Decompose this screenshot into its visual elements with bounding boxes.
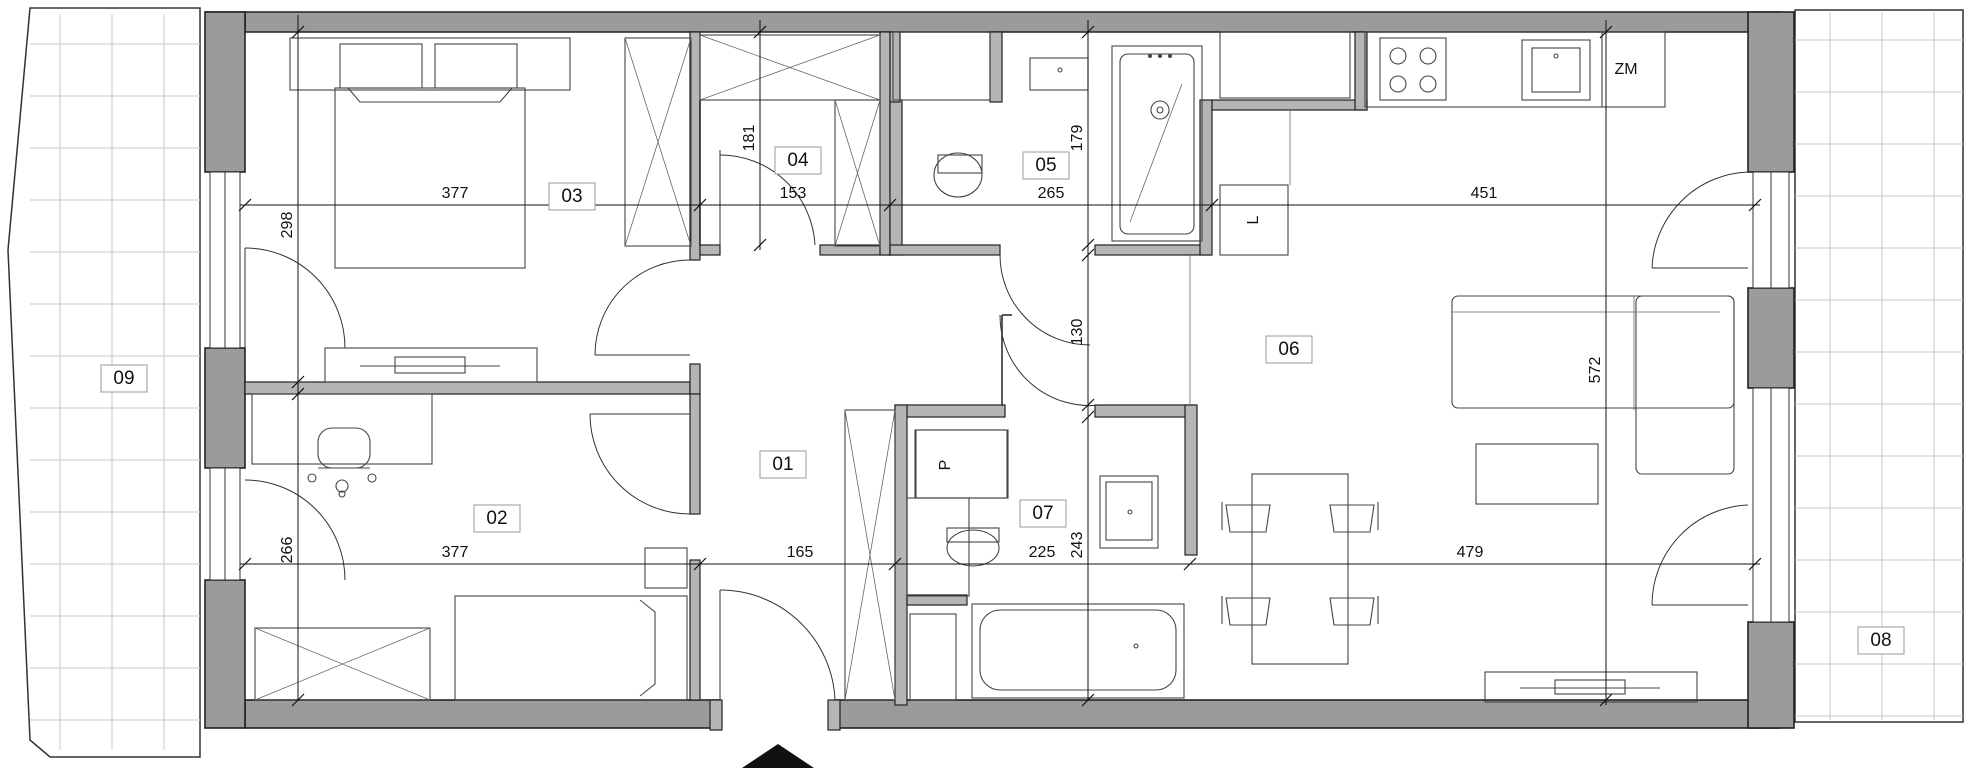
room-label-07: 07 <box>1019 499 1067 528</box>
dim-377-bottom: 377 <box>442 544 469 561</box>
svg-text:07: 07 <box>1032 503 1053 524</box>
symbol-zm: ZM <box>1614 61 1637 78</box>
dimension-tick <box>1599 693 1613 707</box>
dimension-tick <box>291 25 305 39</box>
dimension-tick <box>753 238 767 252</box>
bedroom-02-furniture <box>251 393 688 701</box>
dim-181: 181 <box>741 125 758 152</box>
dimension-tick <box>291 387 305 401</box>
dimension-tick <box>1599 25 1613 39</box>
dim-266: 266 <box>279 537 296 564</box>
bathroom-05-fixtures <box>892 31 1351 256</box>
svg-text:06: 06 <box>1278 339 1299 360</box>
bedroom-03-furniture <box>289 37 692 383</box>
entrance-arrow-icon <box>742 744 814 768</box>
dim-265: 265 <box>1038 185 1065 202</box>
dim-298: 298 <box>279 212 296 239</box>
dim-451: 451 <box>1471 185 1498 202</box>
dimension-tick <box>693 557 707 571</box>
room-label-04: 04 <box>774 146 822 175</box>
balcony-right <box>1794 9 1964 723</box>
exterior-walls <box>204 11 1795 729</box>
room-label-06: 06 <box>1265 335 1313 364</box>
dim-243: 243 <box>1069 532 1086 559</box>
room-label-03: 03 <box>548 182 596 211</box>
dimension-tick <box>1183 557 1197 571</box>
svg-text:03: 03 <box>561 186 582 207</box>
dim-479: 479 <box>1457 544 1484 561</box>
svg-text:01: 01 <box>772 454 793 475</box>
kitchen-living-06-furniture <box>1189 31 1735 703</box>
svg-text:09: 09 <box>113 368 134 389</box>
room-label-08: 08 <box>1857 626 1905 655</box>
symbols: ZM L P <box>915 61 1638 499</box>
interior-walls <box>244 31 1368 731</box>
dimension-tick <box>238 557 252 571</box>
closet-04 <box>699 34 881 247</box>
dim-153: 153 <box>780 185 807 202</box>
dimension-tick <box>693 198 707 212</box>
symbol-p: P <box>937 460 954 471</box>
svg-text:02: 02 <box>486 508 507 529</box>
dimension-lines: 377 153 265 451 377 165 225 479 298 181 … <box>238 15 1762 707</box>
dim-377-top: 377 <box>442 185 469 202</box>
dimension-tick <box>1081 410 1095 424</box>
room-labels: 03 04 05 06 01 02 07 09 08 <box>100 146 1905 655</box>
dimension-tick <box>1081 398 1095 412</box>
dim-165: 165 <box>787 544 814 561</box>
dimension-tick <box>1748 557 1762 571</box>
dimension-tick <box>238 198 252 212</box>
dimension-tick <box>291 375 305 389</box>
dim-225: 225 <box>1029 544 1056 561</box>
dimension-tick <box>1081 248 1095 262</box>
dimension-tick <box>1081 25 1095 39</box>
room-label-05: 05 <box>1022 151 1070 180</box>
doors <box>244 150 1749 701</box>
dim-572: 572 <box>1587 357 1604 384</box>
symbol-l: L <box>1245 215 1262 224</box>
room-label-02: 02 <box>473 504 521 533</box>
svg-text:08: 08 <box>1870 630 1891 651</box>
dim-179: 179 <box>1069 125 1086 152</box>
dimension-tick <box>753 25 767 39</box>
dimension-tick <box>1748 198 1762 212</box>
svg-text:05: 05 <box>1035 155 1056 176</box>
dimension-tick <box>888 557 902 571</box>
dimension-tick <box>1081 693 1095 707</box>
svg-text:04: 04 <box>787 150 809 171</box>
room-label-01: 01 <box>759 450 807 479</box>
dimension-tick <box>1081 238 1095 252</box>
dim-130: 130 <box>1069 319 1086 346</box>
dimension-tick <box>1205 198 1219 212</box>
room-label-09: 09 <box>100 364 148 393</box>
dimension-tick <box>883 198 897 212</box>
dimension-tick <box>291 693 305 707</box>
